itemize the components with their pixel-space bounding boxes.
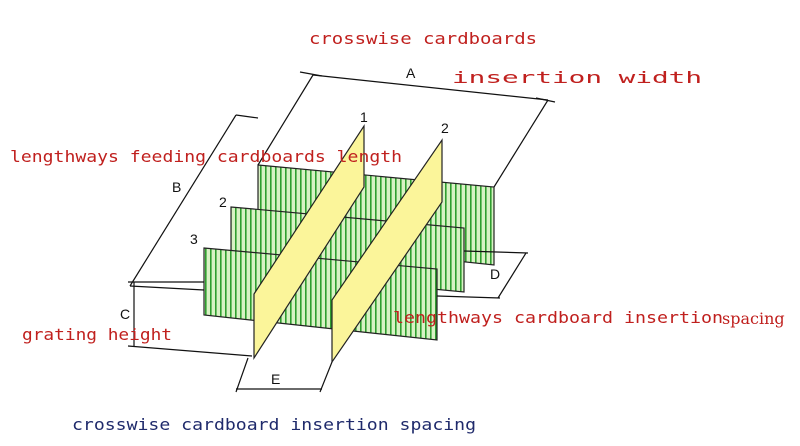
label-lengthways-insertion-spacing: lengthways cardboard insertion: [393, 308, 723, 327]
dimension-c: [127, 281, 253, 357]
dimension-b: [129, 114, 259, 291]
dimension-a-label: A: [406, 65, 416, 81]
lengthways-number-3: 3: [190, 231, 198, 247]
lengthways-number-2: 2: [219, 194, 227, 210]
label-lengthways-feeding-length: lengthways feeding cardboards length: [10, 147, 402, 166]
crosswise-number-1: 1: [360, 109, 368, 125]
crosswise-number-2: 2: [441, 120, 449, 136]
label-crosswise-insertion-width-cont: insertion width: [452, 68, 702, 87]
label-crosswise-insertion-width: crosswise cardboards: [309, 29, 537, 48]
dimension-d: [436, 250, 529, 299]
label-grating-height: grating height: [22, 325, 172, 344]
dimension-e: [235, 357, 333, 393]
dimension-b-label: B: [172, 179, 181, 195]
dimension-d-label: D: [490, 266, 500, 282]
label-crosswise-insertion-spacing: crosswise cardboard insertion spacing: [72, 415, 476, 434]
dimension-c-label: C: [120, 306, 130, 322]
label-spacing-suffix: spacing: [722, 309, 785, 328]
dimension-e-label: E: [271, 371, 280, 387]
dimension-a: [257, 71, 556, 188]
crosswise-panel-1: [253, 123, 365, 361]
